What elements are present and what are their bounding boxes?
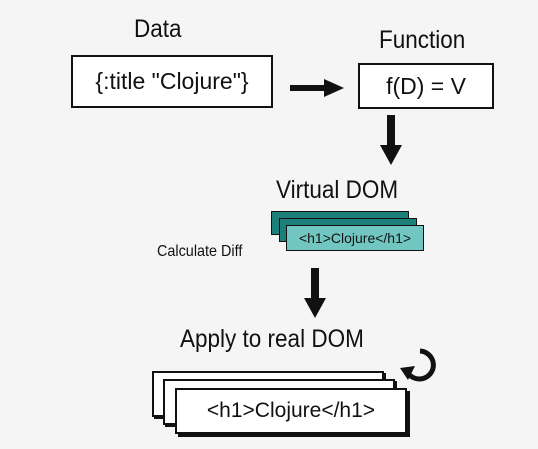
- real-dom-card: <h1>Clojure</h1>: [175, 388, 407, 434]
- data-label: Data: [134, 15, 182, 43]
- calculate-diff-label: Calculate Diff: [157, 243, 243, 260]
- down-arrow-icon: [304, 268, 326, 318]
- right-arrow-icon: [290, 79, 344, 97]
- data-box: {:title "Clojure"}: [71, 55, 273, 108]
- function-label: Function: [379, 26, 466, 54]
- down-arrow-icon: [380, 115, 402, 165]
- function-box: f(D) = V: [358, 63, 494, 109]
- virtual-dom-card: <h1>Clojure</h1>: [286, 225, 424, 251]
- apply-label: Apply to real DOM: [180, 325, 364, 353]
- virtual-dom-label: Virtual DOM: [276, 176, 399, 204]
- refresh-icon: [400, 348, 436, 382]
